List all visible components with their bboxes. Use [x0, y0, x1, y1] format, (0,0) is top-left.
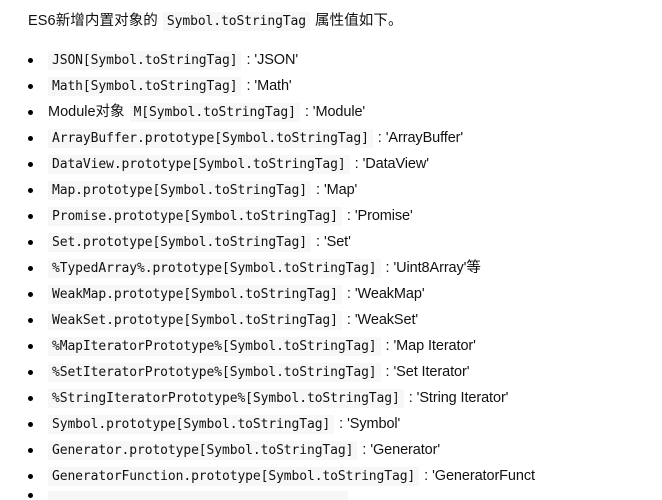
- list-item-suffix: 等: [466, 260, 481, 276]
- intro-code-symbol-tostringtag: Symbol.toStringTag: [162, 12, 310, 31]
- list-item-separator: :: [315, 234, 320, 250]
- list-item: WeakMap.prototype[Symbol.toStringTag]: '…: [0, 281, 662, 307]
- list-item-separator: :: [339, 416, 344, 432]
- list-item-value: 'Map Iterator': [393, 338, 476, 354]
- bullet-icon: [28, 493, 33, 498]
- list-item-code: %MapIteratorPrototype%[Symbol.toStringTa…: [48, 337, 381, 356]
- list-item-prefix: Module对象: [48, 104, 125, 120]
- list-item-code: Map.prototype[Symbol.toStringTag]: [48, 181, 311, 200]
- intro-prefix-text: ES6新增内置对象的: [28, 13, 158, 29]
- list-item-code: Set.prototype[Symbol.toStringTag]: [48, 233, 311, 252]
- list-item: %TypedArray%.prototype[Symbol.toStringTa…: [0, 255, 662, 281]
- list-item-code: Symbol.prototype[Symbol.toStringTag]: [48, 415, 335, 434]
- list-item-code: M[Symbol.toStringTag]: [129, 103, 300, 122]
- list-item: JSON[Symbol.toStringTag]: 'JSON': [0, 47, 662, 73]
- list-item-separator: :: [346, 208, 351, 224]
- list-item: %SetIteratorPrototype%[Symbol.toStringTa…: [0, 359, 662, 385]
- list-item-code: Generator.prototype[Symbol.toStringTag]: [48, 441, 358, 460]
- tostringtag-value-list: JSON[Symbol.toStringTag]: 'JSON'Math[Sym…: [0, 47, 662, 489]
- list-item-value: 'WeakSet': [354, 312, 419, 328]
- list-item: WeakSet.prototype[Symbol.toStringTag]: '…: [0, 307, 662, 333]
- list-item-code: DataView.prototype[Symbol.toStringTag]: [48, 155, 350, 174]
- list-item-separator: :: [385, 260, 390, 276]
- list-item-code: JSON[Symbol.toStringTag]: [48, 51, 242, 70]
- list-item-code: %TypedArray%.prototype[Symbol.toStringTa…: [48, 259, 381, 278]
- list-item-value: 'Set Iterator': [393, 364, 470, 380]
- list-item-separator: :: [408, 390, 413, 406]
- list-item: Symbol.prototype[Symbol.toStringTag]: 'S…: [0, 411, 662, 437]
- list-item: %StringIteratorPrototype%[Symbol.toStrin…: [0, 385, 662, 411]
- list-item: GeneratorFunction.prototype[Symbol.toStr…: [0, 463, 662, 489]
- clipped-next-list-item: [0, 489, 662, 500]
- intro-suffix-text: 属性值如下。: [315, 13, 403, 29]
- list-item-separator: :: [424, 468, 429, 484]
- list-item: DataView.prototype[Symbol.toStringTag]: …: [0, 151, 662, 177]
- list-item: Math[Symbol.toStringTag]: 'Math': [0, 73, 662, 99]
- list-item-value: 'Map': [323, 182, 358, 198]
- clipped-code-fragment: [48, 491, 348, 500]
- list-item-value: 'ArrayBuffer': [385, 130, 464, 146]
- list-item-separator: :: [385, 364, 390, 380]
- list-item-code: Math[Symbol.toStringTag]: [48, 77, 242, 96]
- list-item-code: ArrayBuffer.prototype[Symbol.toStringTag…: [48, 129, 373, 148]
- list-item-separator: :: [246, 52, 251, 68]
- list-item: %MapIteratorPrototype%[Symbol.toStringTa…: [0, 333, 662, 359]
- list-item-value: 'Symbol': [347, 416, 401, 432]
- list-item-code: GeneratorFunction.prototype[Symbol.toStr…: [48, 467, 420, 486]
- list-item-value: 'Module': [312, 104, 366, 120]
- list-item-separator: :: [304, 104, 309, 120]
- list-item-separator: :: [346, 286, 351, 302]
- list-item-value: 'Generator': [370, 442, 441, 458]
- list-item-value: 'Math': [254, 78, 292, 94]
- list-item: ArrayBuffer.prototype[Symbol.toStringTag…: [0, 125, 662, 151]
- list-item-code: WeakSet.prototype[Symbol.toStringTag]: [48, 311, 342, 330]
- list-item-separator: :: [246, 78, 251, 94]
- list-item-value: 'Uint8Array': [393, 260, 467, 276]
- list-item-code: WeakMap.prototype[Symbol.toStringTag]: [48, 285, 342, 304]
- list-item-value: 'String Iterator': [416, 390, 509, 406]
- list-item-separator: :: [377, 130, 382, 146]
- list-item-value: 'DataView': [362, 156, 429, 172]
- list-item: Generator.prototype[Symbol.toStringTag]:…: [0, 437, 662, 463]
- list-item-value: 'GeneratorFunct: [432, 468, 535, 484]
- list-item-value: 'Promise': [354, 208, 413, 224]
- list-item-separator: :: [354, 156, 359, 172]
- list-item-value: 'WeakMap': [354, 286, 425, 302]
- list-item-separator: :: [385, 338, 390, 354]
- list-item-code: Promise.prototype[Symbol.toStringTag]: [48, 207, 342, 226]
- list-item-separator: :: [346, 312, 351, 328]
- list-item-separator: :: [362, 442, 367, 458]
- list-item: Map.prototype[Symbol.toStringTag]: 'Map': [0, 177, 662, 203]
- list-item-value: 'JSON': [254, 52, 299, 68]
- list-item-value: 'Set': [323, 234, 351, 250]
- list-item: Promise.prototype[Symbol.toStringTag]: '…: [0, 203, 662, 229]
- list-item: Set.prototype[Symbol.toStringTag]: 'Set': [0, 229, 662, 255]
- list-item-code: %StringIteratorPrototype%[Symbol.toStrin…: [48, 389, 404, 408]
- list-item-code: %SetIteratorPrototype%[Symbol.toStringTa…: [48, 363, 381, 382]
- list-item-separator: :: [315, 182, 320, 198]
